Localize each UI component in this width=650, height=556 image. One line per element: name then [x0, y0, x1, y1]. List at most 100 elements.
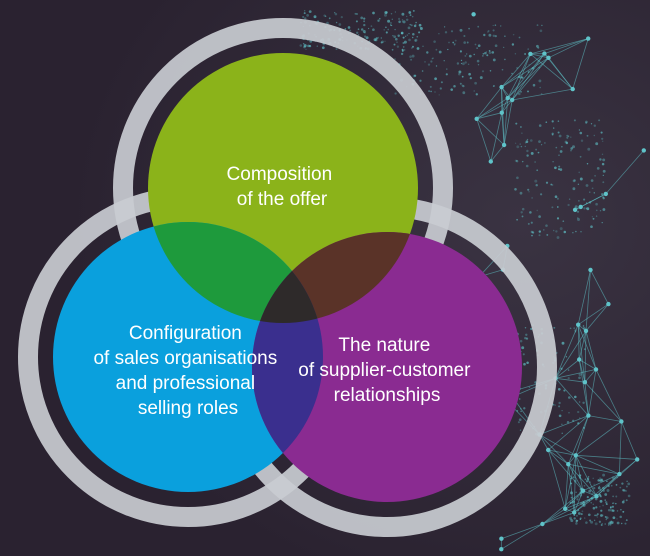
network-dot [592, 503, 595, 506]
network-dot [394, 11, 397, 13]
network-node [586, 36, 591, 41]
network-dot [408, 38, 411, 42]
network-dot [459, 28, 463, 32]
network-dot [444, 31, 448, 34]
network-dot [453, 84, 456, 88]
network-link [588, 369, 597, 416]
network-dot [489, 70, 492, 72]
network-dot [580, 139, 584, 142]
network-dot [604, 499, 606, 501]
network-dot [492, 29, 495, 32]
network-node [570, 86, 575, 92]
network-dot [396, 45, 400, 48]
network-dot [387, 19, 391, 23]
network-dot [414, 38, 418, 42]
network-dot [554, 404, 556, 406]
network-dot [528, 191, 530, 193]
network-dot [594, 174, 597, 177]
network-dot [419, 79, 422, 82]
network-dot [568, 396, 571, 399]
network-dot [559, 150, 563, 153]
network-dot [573, 119, 576, 122]
network-dot [529, 211, 532, 214]
network-dot [521, 346, 525, 350]
network-link [573, 490, 584, 513]
network-dot [364, 31, 366, 34]
network-dot [494, 24, 497, 26]
network-dot [577, 410, 580, 414]
network-dot [516, 160, 519, 163]
network-dot [429, 85, 432, 88]
network-dot [306, 14, 309, 17]
network-link [476, 112, 502, 120]
network-dot [492, 24, 494, 27]
network-dot [625, 485, 628, 488]
network-node [594, 494, 599, 499]
network-dot [303, 12, 306, 15]
network-dot [463, 34, 466, 38]
network-dot [438, 50, 442, 54]
network-dot [557, 387, 561, 391]
network-dot [601, 153, 604, 155]
network-dot [607, 508, 611, 512]
network-dot [540, 193, 543, 196]
network-dot [620, 522, 623, 525]
network-dot [558, 165, 561, 168]
network-dot [624, 522, 627, 525]
network-dot [595, 202, 598, 206]
network-dot [520, 90, 522, 93]
network-dot [411, 54, 415, 58]
network-node [593, 367, 599, 372]
network-dot [587, 513, 591, 517]
network-dot [516, 160, 518, 162]
network-dot [531, 234, 533, 237]
network-dot [316, 45, 319, 47]
network-dot [435, 65, 438, 67]
network-dot [338, 23, 342, 26]
network-link [577, 303, 609, 326]
network-dot [476, 47, 478, 49]
network-dot [356, 31, 359, 34]
network-dot [520, 211, 523, 214]
network-link [539, 434, 576, 456]
network-dot [558, 405, 561, 408]
network-dot [454, 39, 457, 42]
network-dot [413, 24, 417, 28]
network-dot [590, 225, 593, 229]
network-dot [299, 44, 303, 47]
network-node [499, 547, 504, 552]
network-dot [572, 179, 576, 183]
network-link [555, 324, 579, 379]
network-dot [551, 206, 554, 209]
network-dot [304, 17, 307, 20]
network-dot [503, 46, 505, 49]
network-dot [583, 198, 586, 201]
network-dot [482, 55, 484, 57]
network-link [596, 459, 638, 497]
network-dot [411, 15, 414, 18]
network-link [577, 269, 591, 325]
network-link [507, 53, 545, 99]
network-dot [389, 24, 392, 26]
network-dot [583, 484, 586, 487]
network-dot [559, 168, 563, 171]
network-dot [619, 486, 622, 489]
network-link [555, 378, 589, 416]
network-dot [488, 33, 492, 37]
network-dot [536, 44, 539, 48]
network-dot [396, 41, 398, 43]
network-dot [400, 52, 404, 56]
network-node [510, 97, 515, 103]
network-dot [367, 27, 370, 30]
network-dot [568, 198, 571, 200]
network-dot [523, 407, 526, 410]
network-dot [456, 62, 460, 65]
network-dot [593, 124, 596, 127]
network-dot [519, 143, 521, 145]
network-dot [557, 131, 560, 134]
network-dot [408, 32, 410, 35]
network-dot [448, 41, 450, 44]
network-dot [354, 12, 357, 15]
network-dot [532, 83, 536, 87]
network-dot [578, 376, 581, 380]
